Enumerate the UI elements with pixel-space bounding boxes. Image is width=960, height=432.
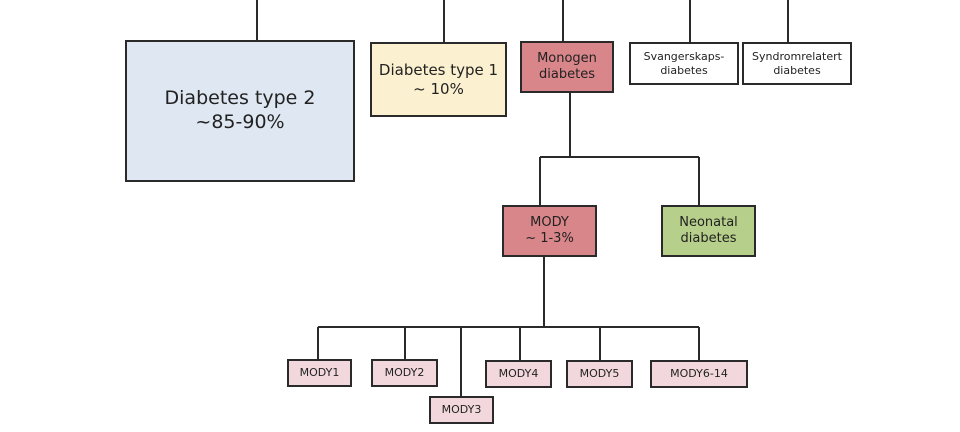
node-label: diabetes: [660, 63, 708, 77]
node-mody6-14: MODY6-14: [650, 360, 748, 388]
node-percentage: ~85-90%: [195, 111, 285, 133]
node-neonatal-diabetes: Neonatal diabetes: [661, 205, 756, 257]
node-label: MODY5: [579, 367, 620, 381]
node-label: diabetes: [773, 63, 821, 77]
node-svangerskapsdiabetes: Svangerskaps- diabetes: [629, 42, 739, 85]
node-label: diabetes: [680, 231, 737, 246]
node-mody4: MODY4: [485, 360, 552, 388]
node-percentage: ~ 1-3%: [525, 231, 574, 246]
node-mody2: MODY2: [371, 359, 438, 387]
node-label: MODY3: [441, 403, 482, 417]
node-syndromrelatert-diabetes: Syndromrelatert diabetes: [742, 42, 852, 85]
node-label: Svangerskaps-: [643, 49, 725, 63]
node-mody: MODY ~ 1-3%: [502, 205, 597, 257]
node-diabetes-type-1: Diabetes type 1 ~ 10%: [370, 42, 507, 117]
node-label: Syndromrelatert: [752, 49, 842, 63]
node-label: MODY: [530, 214, 569, 230]
node-label: MODY1: [299, 366, 340, 380]
node-label: Monogen: [537, 50, 597, 66]
node-label: Neonatal: [679, 214, 738, 230]
node-label: MODY6-14: [670, 367, 728, 381]
node-label: diabetes: [539, 67, 595, 82]
node-mody5: MODY5: [566, 360, 633, 388]
node-mody3: MODY3: [429, 396, 494, 424]
node-label: Diabetes type 2: [164, 87, 316, 110]
node-label: MODY2: [384, 366, 425, 380]
node-diabetes-type-2: Diabetes type 2 ~85-90%: [125, 40, 355, 182]
node-monogen-diabetes: Monogen diabetes: [520, 41, 614, 93]
node-mody1: MODY1: [287, 359, 352, 387]
node-label: Diabetes type 1: [378, 60, 499, 79]
node-percentage: ~ 10%: [413, 79, 464, 98]
node-label: MODY4: [498, 367, 539, 381]
